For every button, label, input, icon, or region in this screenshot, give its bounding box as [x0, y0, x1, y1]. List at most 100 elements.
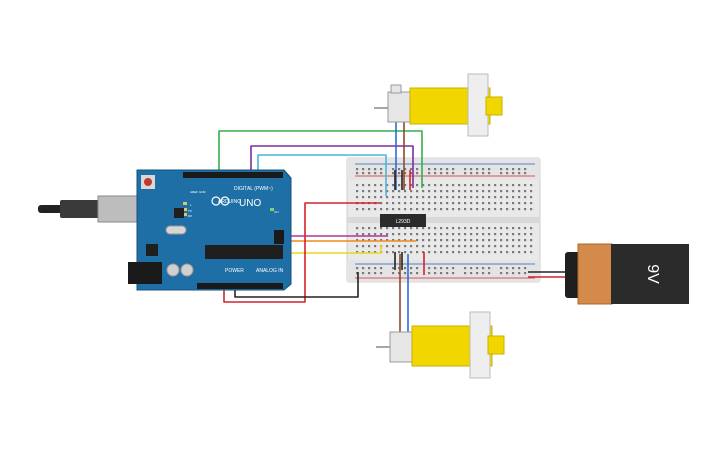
breadboard-hole[interactable] — [512, 196, 515, 199]
breadboard-hole[interactable] — [458, 239, 461, 242]
breadboard-hole[interactable] — [422, 202, 425, 205]
breadboard-hole[interactable] — [362, 196, 365, 199]
breadboard-hole[interactable] — [434, 267, 437, 270]
breadboard-hole[interactable] — [356, 251, 359, 254]
breadboard-hole[interactable] — [398, 190, 401, 193]
breadboard-hole[interactable] — [512, 272, 515, 275]
breadboard-hole[interactable] — [392, 251, 395, 254]
breadboard-hole[interactable] — [428, 196, 431, 199]
breadboard-hole[interactable] — [506, 208, 509, 211]
breadboard-hole[interactable] — [518, 239, 521, 242]
breadboard-hole[interactable] — [446, 272, 449, 275]
breadboard-hole[interactable] — [362, 245, 365, 248]
breadboard-hole[interactable] — [380, 227, 383, 230]
breadboard-hole[interactable] — [434, 251, 437, 254]
breadboard-hole[interactable] — [386, 196, 389, 199]
breadboard-hole[interactable] — [386, 245, 389, 248]
breadboard-hole[interactable] — [356, 233, 359, 236]
breadboard-hole[interactable] — [416, 233, 419, 236]
breadboard-hole[interactable] — [464, 190, 467, 193]
breadboard-hole[interactable] — [404, 239, 407, 242]
breadboard-hole[interactable] — [494, 239, 497, 242]
breadboard-hole[interactable] — [494, 245, 497, 248]
battery-9v[interactable]: 9V — [565, 243, 689, 305]
breadboard-hole[interactable] — [506, 202, 509, 205]
breadboard-hole[interactable] — [506, 190, 509, 193]
breadboard-hole[interactable] — [410, 272, 413, 275]
breadboard-hole[interactable] — [416, 168, 419, 171]
breadboard-hole[interactable] — [392, 208, 395, 211]
breadboard-hole[interactable] — [362, 233, 365, 236]
breadboard-hole[interactable] — [458, 233, 461, 236]
breadboard-hole[interactable] — [440, 190, 443, 193]
breadboard-hole[interactable] — [368, 184, 371, 187]
breadboard-hole[interactable] — [416, 239, 419, 242]
breadboard-hole[interactable] — [428, 227, 431, 230]
breadboard-hole[interactable] — [410, 202, 413, 205]
breadboard-hole[interactable] — [392, 239, 395, 242]
breadboard-hole[interactable] — [518, 202, 521, 205]
breadboard-hole[interactable] — [500, 196, 503, 199]
breadboard-hole[interactable] — [356, 190, 359, 193]
breadboard-hole[interactable] — [464, 172, 467, 175]
breadboard-hole[interactable] — [506, 168, 509, 171]
breadboard-hole[interactable] — [464, 184, 467, 187]
breadboard-hole[interactable] — [452, 233, 455, 236]
breadboard-hole[interactable] — [464, 202, 467, 205]
breadboard-hole[interactable] — [434, 227, 437, 230]
breadboard-hole[interactable] — [476, 227, 479, 230]
breadboard-hole[interactable] — [380, 202, 383, 205]
breadboard-hole[interactable] — [410, 172, 413, 175]
breadboard-hole[interactable] — [488, 168, 491, 171]
breadboard-hole[interactable] — [524, 208, 527, 211]
breadboard-hole[interactable] — [422, 184, 425, 187]
breadboard-hole[interactable] — [452, 245, 455, 248]
breadboard-hole[interactable] — [482, 196, 485, 199]
breadboard-hole[interactable] — [470, 196, 473, 199]
motor-bottom[interactable] — [376, 311, 505, 379]
wire-green[interactable] — [218, 130, 423, 188]
breadboard-hole[interactable] — [470, 227, 473, 230]
breadboard-hole[interactable] — [410, 196, 413, 199]
breadboard-hole[interactable] — [518, 172, 521, 175]
breadboard-hole[interactable] — [416, 272, 419, 275]
breadboard-hole[interactable] — [374, 239, 377, 242]
breadboard-hole[interactable] — [392, 172, 395, 175]
breadboard-hole[interactable] — [428, 172, 431, 175]
breadboard-hole[interactable] — [512, 251, 515, 254]
breadboard-hole[interactable] — [410, 267, 413, 270]
breadboard-hole[interactable] — [428, 267, 431, 270]
breadboard-hole[interactable] — [422, 245, 425, 248]
breadboard-hole[interactable] — [386, 251, 389, 254]
breadboard-hole[interactable] — [374, 272, 377, 275]
breadboard-hole[interactable] — [434, 196, 437, 199]
breadboard-hole[interactable] — [440, 184, 443, 187]
breadboard-hole[interactable] — [518, 233, 521, 236]
breadboard-hole[interactable] — [482, 239, 485, 242]
breadboard-hole[interactable] — [416, 227, 419, 230]
breadboard-hole[interactable] — [512, 184, 515, 187]
breadboard-hole[interactable] — [524, 239, 527, 242]
breadboard-hole[interactable] — [374, 233, 377, 236]
breadboard-hole[interactable] — [386, 227, 389, 230]
breadboard-hole[interactable] — [488, 184, 491, 187]
breadboard-hole[interactable] — [482, 251, 485, 254]
breadboard-hole[interactable] — [356, 239, 359, 242]
breadboard-hole[interactable] — [476, 239, 479, 242]
breadboard-hole[interactable] — [524, 245, 527, 248]
breadboard-hole[interactable] — [464, 272, 467, 275]
breadboard-hole[interactable] — [530, 190, 533, 193]
breadboard-hole[interactable] — [410, 251, 413, 254]
breadboard-hole[interactable] — [374, 251, 377, 254]
breadboard-hole[interactable] — [416, 245, 419, 248]
breadboard-hole[interactable] — [494, 184, 497, 187]
breadboard-hole[interactable] — [374, 267, 377, 270]
breadboard-hole[interactable] — [362, 190, 365, 193]
breadboard-hole[interactable] — [356, 245, 359, 248]
breadboard-hole[interactable] — [530, 227, 533, 230]
wire-red-5v[interactable] — [223, 202, 380, 303]
breadboard-hole[interactable] — [368, 245, 371, 248]
breadboard-hole[interactable] — [416, 184, 419, 187]
breadboard-hole[interactable] — [446, 168, 449, 171]
breadboard-hole[interactable] — [464, 227, 467, 230]
